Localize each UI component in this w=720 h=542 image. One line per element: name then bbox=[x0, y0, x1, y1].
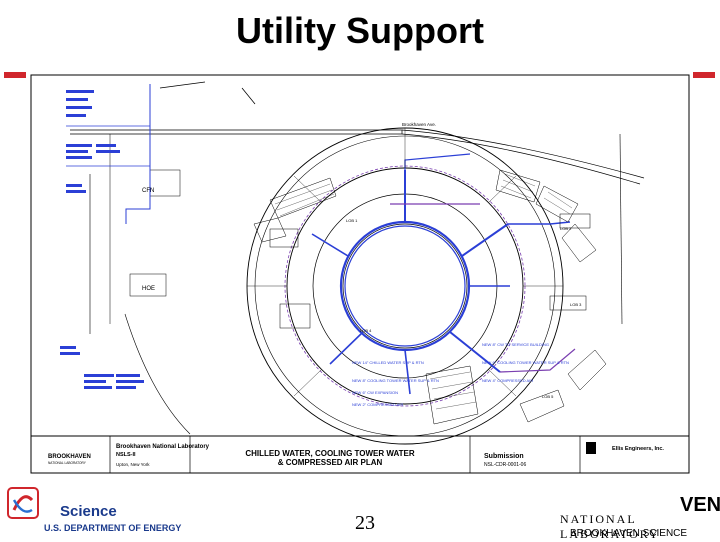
footer-science-text: Science bbox=[60, 503, 117, 520]
road-brookhaven-ave bbox=[70, 129, 403, 135]
tb-project: NSLS-II bbox=[116, 452, 136, 458]
legend-item: NEW 2" COMPRESSED AIR bbox=[352, 402, 403, 407]
site-plan-drawing: Brookhaven Ave. CFN HOE LOB 1 LOB 2 LOB … bbox=[30, 74, 690, 474]
label-lob4: LOB 4 bbox=[360, 328, 372, 333]
label-cfn: CFN bbox=[142, 188, 154, 194]
page-number: 23 bbox=[355, 512, 375, 534]
tb-main-title: CHILLED WATER, COOLING TOWER WATER bbox=[245, 449, 415, 458]
tb-org-logo-sub: NATIONAL LABORATORY bbox=[48, 461, 87, 465]
legend-item: NEW 4" COMPRESSED AIR bbox=[482, 378, 533, 383]
title-rule-left bbox=[4, 72, 26, 78]
tb-main-title-2: & COMPRESSED AIR PLAN bbox=[278, 458, 383, 467]
tb-stage: Submission bbox=[484, 453, 524, 460]
label-lob5: LOB 5 bbox=[542, 394, 554, 399]
utility-feed-line bbox=[125, 84, 151, 224]
legend: NEW 14" CHILLED WATER SUP & RTN NEW 8" C… bbox=[352, 342, 569, 407]
tb-org-name: Brookhaven National Laboratory bbox=[116, 444, 210, 450]
road-line bbox=[159, 81, 206, 89]
legend-item: NEW 8" CW TO SERVICE BUILDING bbox=[482, 342, 549, 347]
legend-item: NEW 14" CHILLED WATER SUP & RTN bbox=[352, 360, 424, 365]
bnl-science-text: BROOKHAVEN SCIENCE bbox=[570, 528, 688, 539]
legend-item: NEW 6" COOLING TOWER WATER SUP & RTN bbox=[482, 360, 569, 365]
bnl-laboratory-text: NATIONAL LABORATORY bbox=[560, 512, 660, 541]
lab-office-buildings bbox=[253, 169, 607, 425]
footer-doe-text: U.S. DEPARTMENT OF ENERGY bbox=[44, 523, 182, 533]
hatching bbox=[274, 173, 573, 410]
legend-item: NEW 8" COOLING TOWER WATER SUP & RTN bbox=[352, 378, 439, 383]
road-label: Brookhaven Ave. bbox=[402, 122, 436, 127]
legend-item: NEW 6" CW EXPANSION bbox=[352, 390, 398, 395]
title-rule-right bbox=[693, 72, 715, 78]
building-hoe bbox=[129, 273, 167, 297]
label-hoe: HOE bbox=[142, 286, 155, 292]
tb-firm: Ellis Engineers, Inc. bbox=[612, 446, 664, 452]
label-lob2: LOB 2 bbox=[560, 226, 572, 231]
tb-org-logo: BROOKHAVEN bbox=[48, 454, 91, 460]
label-lob1: LOB 1 bbox=[346, 218, 358, 223]
firm-logo-icon bbox=[586, 442, 596, 454]
label-lob3: LOB 3 bbox=[570, 302, 582, 307]
tb-location: Upton, New York bbox=[116, 462, 150, 467]
doe-logo-icon bbox=[7, 487, 39, 519]
bnl-logo-partial: VEN bbox=[680, 494, 720, 516]
left-notes bbox=[60, 90, 144, 389]
site-plan-svg: Brookhaven Ave. CFN HOE LOB 1 LOB 2 LOB … bbox=[30, 74, 690, 474]
slide-title: Utility Support bbox=[236, 10, 484, 51]
tb-sheet: NSL-CDR-0001-06 bbox=[484, 462, 526, 468]
